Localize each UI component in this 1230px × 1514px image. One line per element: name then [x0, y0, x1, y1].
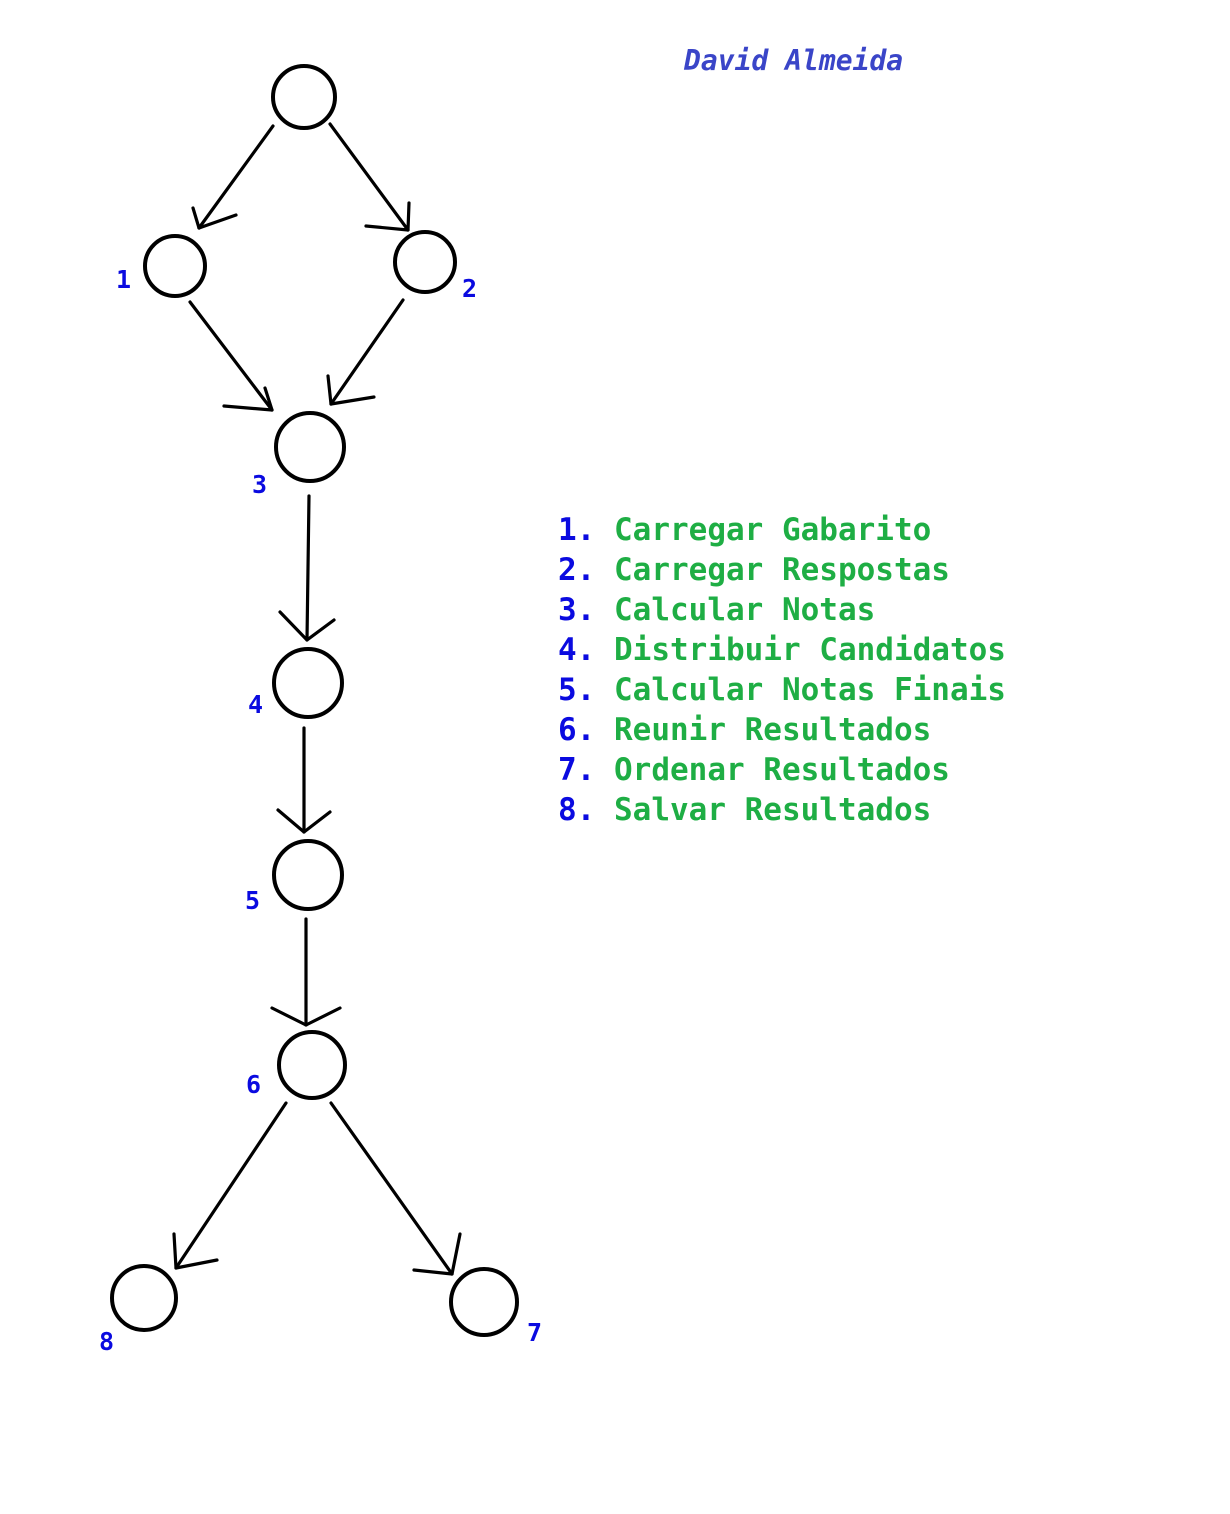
- edge-line: [329, 298, 405, 406]
- node-circle: [143, 234, 207, 298]
- edge-line: [188, 300, 274, 412]
- arrowhead: [270, 1006, 342, 1027]
- edge-line: [197, 124, 275, 230]
- legend-item: 2. Carregar Respostas: [558, 550, 1006, 590]
- node-n7: 7: [449, 1267, 542, 1347]
- legend-number: 4.: [558, 632, 596, 668]
- edge-start-n2: [328, 122, 411, 232]
- arrowhead: [326, 374, 376, 406]
- node-circle: [449, 1267, 519, 1337]
- node-label: 4: [248, 690, 263, 719]
- node-label: 7: [527, 1318, 542, 1347]
- node-circle: [274, 411, 346, 483]
- legend-label: Calcular Notas: [614, 592, 876, 628]
- legend-label: Ordenar Resultados: [614, 752, 950, 788]
- edges: [172, 122, 462, 1276]
- arrowhead: [412, 1232, 462, 1276]
- node-start: [271, 64, 337, 130]
- legend-label: Distribuir Candidatos: [614, 632, 1006, 668]
- legend-number: 8.: [558, 792, 596, 828]
- legend-item: 5. Calcular Notas Finais: [558, 670, 1006, 710]
- arrowhead: [364, 201, 411, 232]
- node-circle: [272, 839, 344, 911]
- legend-number: 3.: [558, 592, 596, 628]
- node-label: 5: [245, 886, 260, 915]
- legend-number: 7.: [558, 752, 596, 788]
- edge-n3-n4: [278, 494, 336, 642]
- legend-label: Calcular Notas Finais: [614, 672, 1006, 708]
- legend-number: 5.: [558, 672, 596, 708]
- legend-item: 4. Distribuir Candidatos: [558, 630, 1006, 670]
- node-circle: [272, 647, 344, 719]
- legend-item: 6. Reunir Resultados: [558, 710, 1006, 750]
- node-n4: 4: [248, 647, 344, 719]
- node-n6: 6: [246, 1030, 347, 1100]
- node-label: 6: [246, 1070, 261, 1099]
- node-label: 3: [252, 470, 267, 499]
- edge-line: [305, 494, 311, 642]
- arrowhead: [191, 206, 238, 230]
- legend-item: 1. Carregar Gabarito: [558, 510, 1006, 550]
- node-n8: 8: [99, 1264, 178, 1356]
- edge-n6-n7: [329, 1101, 462, 1276]
- edge-n2-n3: [326, 298, 405, 406]
- legend-item: 7. Ordenar Resultados: [558, 750, 1006, 790]
- edge-n4-n5: [276, 726, 332, 834]
- legend-label: Carregar Gabarito: [614, 512, 932, 548]
- legend-label: Carregar Respostas: [614, 552, 950, 588]
- edge-start-n1: [191, 124, 275, 230]
- node-n1: 1: [116, 234, 207, 298]
- edge-line: [328, 122, 410, 232]
- arrowhead: [172, 1232, 219, 1270]
- node-circle: [271, 64, 337, 130]
- edge-line: [174, 1101, 288, 1270]
- legend-number: 1.: [558, 512, 596, 548]
- edge-line: [329, 1101, 454, 1276]
- legend-item: 3. Calcular Notas: [558, 590, 1006, 630]
- edge-n5-n6: [270, 917, 342, 1027]
- node-label: 1: [116, 265, 131, 294]
- legend-number: 2.: [558, 552, 596, 588]
- node-n5: 5: [245, 839, 344, 915]
- arrowhead: [222, 386, 274, 412]
- node-circle: [393, 230, 457, 294]
- legend-label: Salvar Resultados: [614, 792, 932, 828]
- arrowhead: [278, 610, 336, 642]
- edge-n6-n8: [172, 1101, 288, 1270]
- node-circle: [110, 1264, 178, 1332]
- node-label: 2: [462, 274, 477, 303]
- node-circle: [277, 1030, 347, 1100]
- node-n3: 3: [252, 411, 346, 499]
- arrowhead: [276, 808, 332, 834]
- node-n2: 2: [393, 230, 477, 303]
- legend-number: 6.: [558, 712, 596, 748]
- legend-label: Reunir Resultados: [614, 712, 932, 748]
- legend-item: 8. Salvar Resultados: [558, 790, 1006, 830]
- nodes: 1 2 3 4 5 6 7 8: [99, 64, 542, 1356]
- author-name: David Almeida: [684, 44, 904, 77]
- edge-n1-n3: [188, 300, 274, 412]
- node-label: 8: [99, 1327, 114, 1356]
